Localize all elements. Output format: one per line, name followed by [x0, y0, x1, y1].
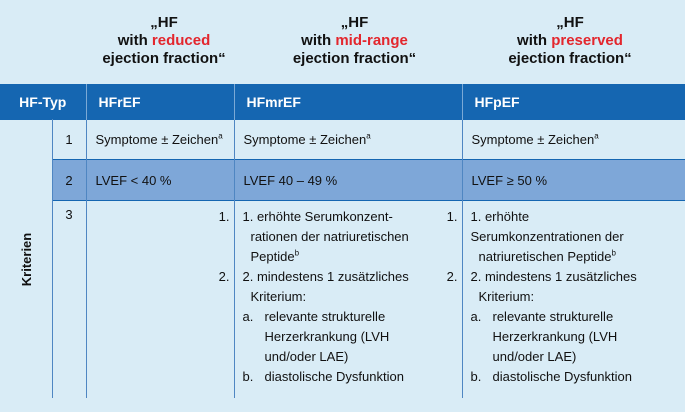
column-heading-mid-range: „HF with mid-range ejection fraction“ — [262, 14, 447, 68]
row-number: 3 — [52, 200, 87, 398]
cell-hfref-symptoms: Symptome ± Zeichena — [86, 119, 235, 160]
heading-red-word: preserved — [551, 32, 623, 49]
heading-line1: „HF — [556, 14, 584, 31]
list-number: 2. — [446, 269, 458, 284]
criteria-label-cell: Kriterien — [0, 119, 53, 398]
list-number: 1. — [218, 209, 230, 224]
heading-red-word: mid-range — [335, 32, 408, 49]
table-row: 2 LVEF < 40 % LVEF 40 – 49 % LVEF ≥ 50 % — [0, 159, 685, 201]
hf-classification-table: HF-Typ HFrEF HFmrEF HFpEF Kriterien 1 Sy… — [0, 84, 685, 398]
row-number: 1 — [52, 119, 87, 160]
list-number: 1. — [446, 209, 458, 224]
column-heading-reduced: „HF with reduced ejection fraction“ — [86, 14, 242, 68]
cell-hfmref-lvef: LVEF 40 – 49 % — [234, 159, 463, 201]
row-number: 2 — [52, 159, 87, 201]
cell-hfref-lvef: LVEF < 40 % — [86, 159, 235, 201]
table-header-row: HF-Typ HFrEF HFmrEF HFpEF — [0, 84, 685, 120]
table-row: 3 1. 2. 1. erhöhte Serumkonzent- ratione… — [0, 200, 685, 398]
heading-line3: ejection fraction“ — [292, 50, 417, 67]
cell-hfpef-symptoms: Symptome ± Zeichena — [462, 119, 685, 160]
heading-line2: with preserved — [517, 32, 623, 49]
header-hfmref: HFmrEF — [234, 84, 463, 120]
heading-line1: „HF — [340, 14, 369, 31]
column-heading-preserved: „HF with preserved ejection fraction“ — [475, 14, 665, 68]
cell-hfpef-criteria: 1. erhöhte Serumkonzentrationen der natr… — [462, 200, 685, 398]
cell-hfmref-criteria: 1. erhöhte Serumkonzent- rationen der na… — [234, 200, 463, 398]
cell-hfpef-lvef: LVEF ≥ 50 % — [462, 159, 685, 201]
heading-line2: with reduced — [117, 32, 211, 49]
heading-red-word: reduced — [151, 32, 211, 49]
heading-line1: „HF — [150, 14, 178, 31]
header-hfpef: HFpEF — [462, 84, 685, 120]
header-hf-typ: HF-Typ — [0, 84, 87, 120]
list-number: 2. — [218, 269, 230, 284]
table-row: Kriterien 1 Symptome ± Zeichena Symptome… — [0, 119, 685, 398]
cell-hfmref-symptoms: Symptome ± Zeichena — [234, 119, 463, 160]
heading-line3: ejection fraction“ — [102, 50, 226, 67]
heading-line3: ejection fraction“ — [508, 50, 632, 67]
criteria-label: Kriterien — [19, 232, 35, 286]
cell-hfref-criteria: 1. 2. — [86, 200, 235, 398]
heading-line2: with mid-range — [301, 32, 408, 49]
header-hfref: HFrEF — [86, 84, 235, 120]
